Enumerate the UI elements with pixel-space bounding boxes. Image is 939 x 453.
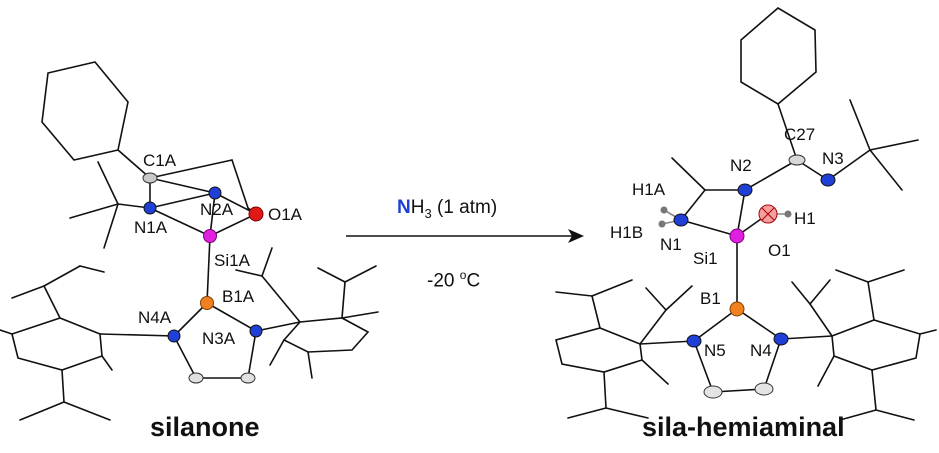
atom-b1a — [200, 296, 214, 310]
atom-n3a — [249, 324, 263, 338]
label-n2: N2 — [730, 156, 752, 175]
caption-silanone: silanone — [150, 412, 260, 442]
label-n3a: N3A — [202, 329, 236, 348]
atom-b1 — [729, 301, 745, 317]
temperature-label: -20 oC — [427, 268, 480, 292]
sila-hemiaminal-structure — [555, 7, 937, 421]
reaction-arrow — [346, 229, 584, 243]
label-h1a: H1A — [632, 180, 666, 199]
atom-c1a — [142, 172, 158, 184]
label-si1: Si1 — [693, 249, 718, 268]
label-n5: N5 — [704, 341, 726, 360]
label-b1a: B1A — [222, 287, 255, 306]
atom-n2 — [737, 183, 753, 197]
atom-n4a — [167, 329, 181, 343]
degree-mark: o — [459, 268, 467, 282]
atom-h1b — [658, 220, 666, 228]
label-h1: H1 — [794, 209, 816, 228]
atom-c-ring-2 — [240, 372, 256, 384]
atom-n1a — [143, 201, 157, 215]
atom-o1a — [248, 206, 264, 222]
label-o1: O1 — [768, 241, 791, 260]
atom-n2a — [208, 186, 222, 200]
atom-n3 — [820, 173, 836, 187]
label-c1a: C1A — [143, 151, 177, 170]
atom-n5 — [686, 334, 702, 348]
atom-c-ring-2 — [754, 382, 774, 396]
atom-c27 — [788, 154, 806, 166]
reagent-label: NH3 (1 atm) — [397, 197, 497, 221]
temperature-value: -20 — [427, 270, 460, 292]
label-o1a: O1A — [268, 205, 303, 224]
reagent-subscript: 3 — [424, 205, 432, 221]
label-n3: N3 — [822, 149, 844, 168]
atom-o1 — [758, 204, 778, 224]
label-b1: B1 — [700, 289, 721, 308]
label-n2a: N2A — [200, 200, 234, 219]
label-n4: N4 — [750, 341, 772, 360]
atom-n1 — [673, 213, 689, 227]
label-h1b: H1B — [610, 223, 643, 242]
temperature-unit: C — [466, 270, 481, 292]
atom-si1a — [203, 229, 217, 243]
atom-n4 — [773, 332, 789, 346]
silanone-structure — [0, 61, 379, 421]
label-c27: C27 — [784, 125, 815, 144]
atom-si1 — [729, 228, 745, 244]
label-n4a: N4A — [138, 308, 172, 327]
reagent-hydrogen: H — [410, 197, 425, 218]
cyclohexyl-ring — [740, 7, 817, 105]
caption-sila-hemiaminal: sila-hemiaminal — [642, 412, 845, 442]
atom-h1a — [660, 206, 668, 214]
atom-c-ring-1 — [703, 385, 723, 399]
label-si1a: Si1A — [214, 251, 251, 270]
atom-h1 — [784, 210, 792, 218]
label-n1a: N1A — [134, 218, 168, 237]
atom-c-ring-1 — [188, 372, 204, 384]
cyclohexyl-ring — [41, 61, 129, 161]
reagent-element: N — [397, 197, 411, 218]
label-n1: N1 — [660, 235, 682, 254]
reagent-pressure: (1 atm) — [431, 197, 498, 218]
